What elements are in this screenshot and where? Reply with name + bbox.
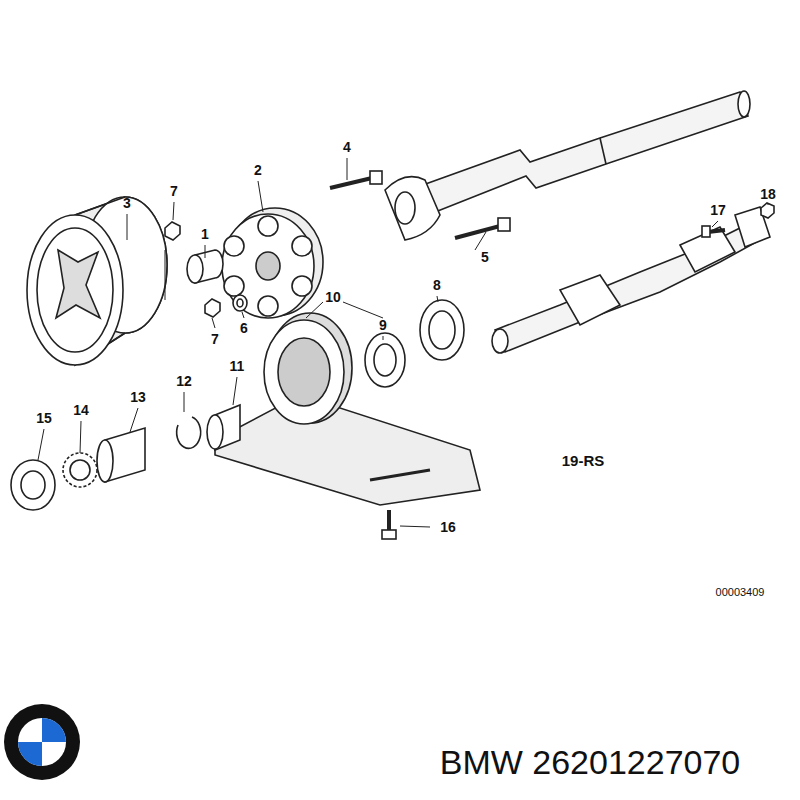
callout-number: 13 [130,390,146,404]
callout-number: 4 [343,140,351,154]
part-number: BMW 26201227070 [440,745,741,779]
flex-disc [222,208,323,318]
callout-number: 3 [123,196,131,210]
callout-number: 10 [325,290,341,304]
callout-number: 6 [240,321,248,335]
callout-number: 15 [36,411,52,425]
callout-number: 7 [170,184,178,198]
note-text: 19-RS [562,453,605,468]
callout-number: 8 [433,278,441,292]
rings [11,300,464,510]
front-propshaft [385,91,750,240]
fasteners [702,203,774,237]
callout-number: 16 [440,520,456,534]
callout-number: 12 [176,374,192,388]
callout-number: 9 [379,318,387,332]
small-parts [165,222,247,317]
callout-number: 2 [254,163,262,177]
callout-number: 1 [201,227,209,241]
rear-propshaft [492,207,770,353]
leader-lines [38,158,768,527]
callout-number: 11 [230,359,245,373]
callout-number: 14 [73,403,89,417]
callout-number: 18 [760,187,776,201]
callout-number: 7 [211,332,219,346]
callout-number: 5 [481,250,489,264]
bolt [382,510,396,539]
callout-number: 17 [710,203,726,217]
drawing-number: 00003409 [716,587,765,598]
brand-logo [4,704,80,780]
vibration-damper [27,197,167,365]
